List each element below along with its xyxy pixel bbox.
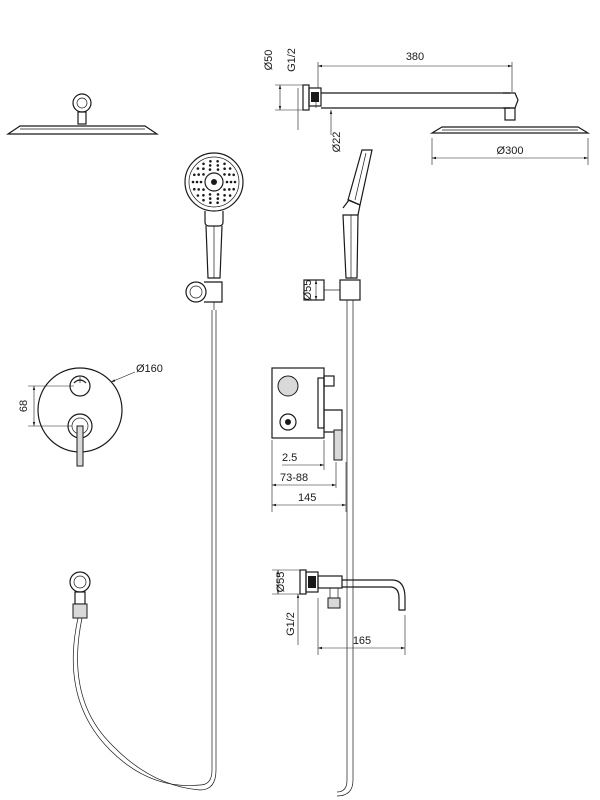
nozzle-dot	[202, 198, 205, 202]
nozzle-dot	[216, 201, 219, 204]
nozzle-dot	[195, 180, 199, 184]
mixer-plate-front-view	[28, 367, 136, 467]
nozzle-dot	[199, 180, 203, 184]
nozzle-dot	[202, 167, 205, 170]
nozzle-dot	[232, 187, 235, 191]
nozzle-dot	[223, 188, 226, 191]
nozzle-dot	[202, 188, 205, 191]
nozzle-dot	[232, 173, 235, 177]
nozzle-dot	[223, 198, 226, 202]
label-plate-offset: 68	[18, 400, 30, 412]
nozzle-dot	[193, 187, 196, 191]
nozzle-dot	[208, 197, 212, 200]
label-arm-length: 380	[406, 51, 424, 63]
hand-shower-side-view	[303, 149, 373, 797]
label-spout-length: 165	[353, 635, 371, 647]
label-box-gap: 2.5	[282, 452, 297, 464]
label-arm-diameter: Ø50	[263, 50, 275, 71]
nozzle-dot	[225, 180, 229, 184]
nozzle-dot	[228, 194, 232, 197]
nozzle-dot	[208, 193, 212, 196]
nozzle-dot	[202, 162, 205, 166]
nozzle-dot	[229, 180, 233, 184]
nozzle-dot	[209, 160, 212, 163]
label-spout-thread: G1/2	[285, 612, 297, 636]
nozzle-dot	[223, 194, 226, 197]
label-bracket-diameter: Ø55	[302, 280, 314, 301]
nozzle-dot	[191, 180, 195, 184]
nozzle-dot	[202, 194, 205, 197]
nozzle-dot	[208, 168, 212, 171]
nozzle-dot	[216, 193, 220, 196]
label-arm-tube-diameter: Ø22	[331, 132, 343, 153]
nozzle-dot	[228, 173, 231, 176]
spray-nozzles	[191, 160, 237, 204]
label-head-diameter: Ø300	[497, 145, 524, 157]
label-box-depth-range: 73-88	[280, 472, 308, 484]
overhead-shower-front-view	[6, 93, 159, 135]
nozzle-dot	[209, 201, 212, 204]
nozzle-dot	[193, 173, 196, 177]
label-arm-thread: G1/2	[286, 48, 298, 72]
nozzle-dot	[223, 162, 226, 166]
nozzle-dot	[216, 160, 219, 163]
bath-spout-side-view	[272, 569, 406, 655]
wall-outlet-with-hose	[69, 571, 201, 791]
label-spout-diameter: Ø55	[275, 572, 287, 593]
nozzle-dot	[202, 173, 205, 176]
label-box-total-depth: 145	[298, 492, 316, 504]
nozzle-dot	[197, 173, 200, 176]
nozzle-dot	[216, 164, 220, 167]
dimension-labels: Ø50 G1/2 380 Ø22 Ø300 Ø55 Ø160 68 2.5 73…	[18, 48, 523, 647]
nozzle-dot	[216, 197, 220, 200]
nozzle-dot	[208, 164, 212, 167]
hand-shower-front-view	[184, 152, 244, 791]
nozzle-dot	[233, 180, 237, 184]
shower-arm-side-view	[275, 62, 591, 165]
nozzle-dot	[223, 173, 226, 176]
nozzle-dot	[216, 168, 220, 171]
nozzle-dot	[228, 167, 232, 170]
nozzle-dot	[228, 188, 231, 191]
nozzle-dot	[196, 167, 200, 170]
concealed-box-side-view	[271, 367, 347, 512]
label-plate-diameter: Ø160	[136, 363, 163, 375]
nozzle-dot	[197, 188, 200, 191]
nozzle-dot	[223, 167, 226, 170]
nozzle-dot	[196, 194, 200, 197]
